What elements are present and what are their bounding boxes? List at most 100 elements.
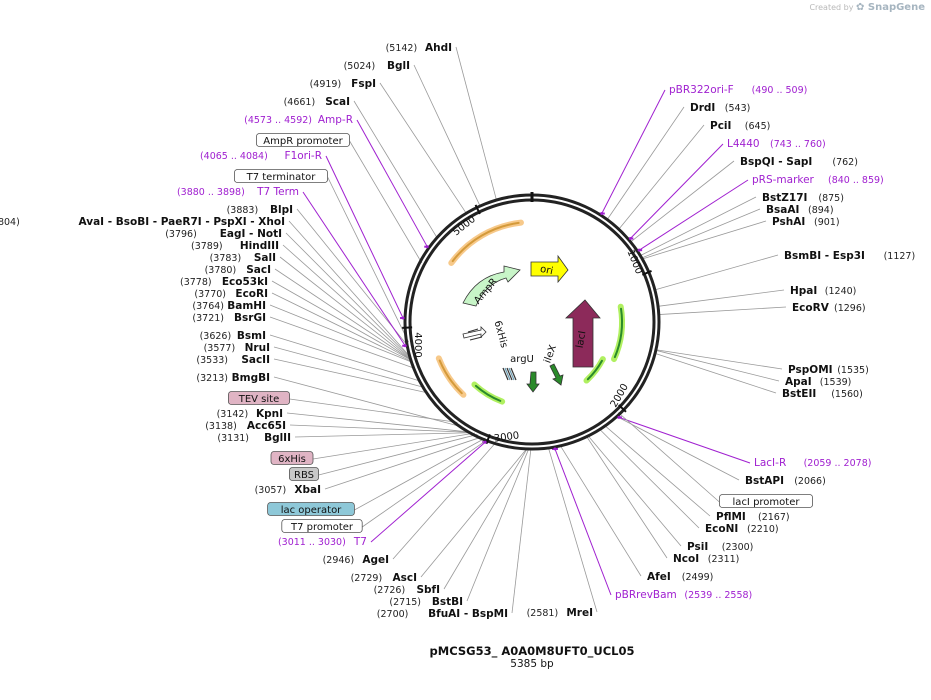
enzyme-site-acc65i[interactable]: Acc65I(3138) [205, 420, 286, 432]
inner-feature-ampr[interactable]: AmpR [462, 265, 521, 307]
enzyme-site-hindiii[interactable]: HindIII(3789) [191, 240, 279, 252]
enzyme-position: (1296) [834, 303, 866, 314]
enzyme-site-pshai[interactable]: PshAI(901) [772, 216, 840, 228]
enzyme-site-avai-bsobi-paer7i-pspxi-xhoi[interactable]: AvaI - BsoBI - PaeR7I - PspXI - XhoI(380… [0, 216, 285, 228]
primer-t7[interactable]: T7(3011 .. 3030) [278, 536, 367, 548]
enzyme-site-eco53ki[interactable]: Eco53kI(3778) [180, 276, 268, 288]
enzyme-site-drdi[interactable]: DrdI(543) [690, 102, 750, 114]
enzyme-name: HpaI [790, 285, 817, 297]
enzyme-position: (4661) [284, 97, 316, 108]
enzyme-site-bsmi[interactable]: BsmI(3626) [200, 330, 266, 342]
enzyme-site-ecorv[interactable]: EcoRV(1296) [792, 302, 866, 314]
enzyme-site-afei[interactable]: AfeI(2499) [647, 571, 713, 583]
enzyme-position: (3780) [205, 265, 237, 276]
enzyme-site-bamhi[interactable]: BamHI(3764) [192, 300, 266, 312]
enzyme-site-sbfi[interactable]: SbfI(2726) [374, 584, 440, 596]
primer-prs-marker[interactable]: pRS-marker(840 .. 859) [752, 174, 884, 186]
feature-6xhis[interactable]: 6xHis [270, 451, 314, 466]
enzyme-site-sali[interactable]: SalI(3783) [210, 252, 276, 264]
enzyme-position: (2210) [747, 524, 779, 535]
enzyme-site-asci[interactable]: AscI(2729) [351, 572, 417, 584]
enzyme-site-scai[interactable]: ScaI(4661) [284, 96, 350, 108]
enzyme-site-blpi[interactable]: BlpI(3883) [227, 204, 293, 216]
enzyme-name: SacI [246, 264, 271, 276]
primer-name: F1ori-R [285, 150, 322, 162]
feature-label: lac operator [281, 505, 342, 516]
feature-label: ileX [542, 343, 559, 364]
primer-laci-r[interactable]: LacI-R(2059 .. 2078) [754, 457, 871, 469]
enzyme-site-bgli[interactable]: BglI(5024) [344, 60, 410, 72]
enzyme-site-ecori[interactable]: EcoRI(3770) [194, 288, 268, 300]
enzyme-site-bsrgi[interactable]: BsrGI(3721) [192, 312, 266, 324]
enzyme-site-pflmi[interactable]: PflMI(2167) [716, 511, 790, 523]
enzyme-position: (2729) [351, 573, 383, 584]
enzyme-name: PspOMI [788, 364, 833, 376]
enzyme-site-ncoi[interactable]: NcoI(2311) [673, 553, 739, 565]
enzyme-site-bglii[interactable]: BglII(3131) [217, 432, 291, 444]
leader-lines [269, 46, 787, 614]
enzyme-site-bsmbi-esp3i[interactable]: BsmBI - Esp3I(1127) [784, 250, 915, 262]
enzyme-position: (3796) [165, 229, 197, 240]
enzyme-site-eagi-noti[interactable]: EagI - NotI(3796) [165, 228, 282, 240]
enzyme-site-bfuai-bspmi[interactable]: BfuAI - BspMI(2700) [377, 608, 508, 620]
enzyme-position: (762) [832, 157, 858, 168]
enzyme-name: AfeI [647, 571, 671, 583]
enzyme-position: (2581) [527, 608, 559, 619]
primer-range: (4573 .. 4592) [244, 115, 312, 126]
inner-feature-laci[interactable]: lacI [564, 299, 601, 368]
enzyme-site-mrei[interactable]: MreI(2581) [527, 607, 593, 619]
feature-label: 6xHis [492, 320, 510, 350]
enzyme-site-econi[interactable]: EcoNI(2210) [705, 523, 779, 535]
enzyme-site-agei[interactable]: AgeI(2946) [323, 554, 389, 566]
enzyme-site-ahdi[interactable]: AhdI(5142) [386, 42, 452, 54]
primer-t7-term[interactable]: T7 Term(3880 .. 3898) [177, 186, 299, 198]
enzyme-site-saci[interactable]: SacI (3780) [205, 264, 271, 276]
enzyme-site-sacii[interactable]: SacII(3533) [196, 354, 270, 366]
feature-rbs[interactable]: RBS [288, 467, 319, 482]
inner-feature-argu[interactable]: argU [510, 354, 540, 393]
feature-ampr-promoter[interactable]: AmpR promoter [255, 133, 350, 148]
enzyme-name: PciI [710, 120, 731, 132]
enzyme-name: PsiI [687, 541, 708, 553]
enzyme-site-nrui[interactable]: NruI(3577) [204, 342, 270, 354]
feature-t7-promoter[interactable]: T7 promoter [281, 519, 363, 534]
feature-label: argU [510, 354, 534, 365]
inner-feature-ori[interactable]: ori [530, 254, 569, 284]
feature-arrow [526, 371, 540, 393]
enzyme-site-xbai[interactable]: XbaI(3057) [255, 484, 321, 496]
inner-feature-6xhis[interactable]: 6xHis [462, 320, 510, 350]
enzyme-site-psii[interactable]: PsiI(2300) [687, 541, 753, 553]
enzyme-site-bstapi[interactable]: BstAPI(2066) [745, 475, 826, 487]
enzyme-position: (3533) [196, 355, 228, 366]
feature-tev-site[interactable]: TEV site [227, 391, 290, 406]
enzyme-site-bmgbi[interactable]: BmgBI(3213) [196, 372, 270, 384]
primer-l4440[interactable]: L4440(743 .. 760) [727, 138, 826, 150]
enzyme-position: (1539) [820, 377, 852, 388]
feature-laci-promoter[interactable]: lacI promoter [719, 494, 814, 509]
enzyme-site-pspomi[interactable]: PspOMI(1535) [788, 364, 869, 376]
enzyme-site-bsaai[interactable]: BsaAI(894) [766, 204, 834, 216]
enzyme-site-apai[interactable]: ApaI(1539) [785, 376, 851, 388]
primer-f1ori-r[interactable]: F1ori-R(4065 .. 4084) [200, 150, 322, 162]
enzyme-site-kpni[interactable]: KpnI(3142) [217, 408, 283, 420]
inner-feature-ilex[interactable]: ileX [542, 343, 564, 386]
enzyme-position: (3138) [205, 421, 237, 432]
enzyme-position: (3057) [255, 485, 287, 496]
primer-pbr322ori-f[interactable]: pBR322ori-F(490 .. 509) [669, 84, 807, 96]
primer-range: (743 .. 760) [770, 139, 826, 150]
feature-arrow [530, 254, 569, 284]
enzyme-site-hpai[interactable]: HpaI(1240) [790, 285, 856, 297]
feature-lac-operator[interactable]: lac operator [267, 502, 355, 517]
enzyme-site-bsteii[interactable]: BstEII(1560) [782, 388, 863, 400]
enzyme-site-pcii[interactable]: PciI(645) [710, 120, 770, 132]
feature-t7-terminator[interactable]: T7 terminator [233, 169, 328, 184]
enzyme-site-fspi[interactable]: FspI(4919) [310, 78, 376, 90]
enzyme-site-bspqi-sapi[interactable]: BspQI - SapI(762) [740, 156, 858, 168]
primer-amp-r[interactable]: Amp-R(4573 .. 4592) [244, 114, 353, 126]
enzyme-position: (3804) [0, 217, 20, 228]
primer-range: (3011 .. 3030) [278, 537, 346, 548]
enzyme-site-bstbi[interactable]: BstBI(2715) [389, 596, 463, 608]
primer-pbrrevbam[interactable]: pBRrevBam(2539 .. 2558) [615, 589, 752, 601]
feature-label: AmpR promoter [263, 136, 343, 147]
enzyme-site-bstz17i[interactable]: BstZ17I(875) [762, 192, 844, 204]
